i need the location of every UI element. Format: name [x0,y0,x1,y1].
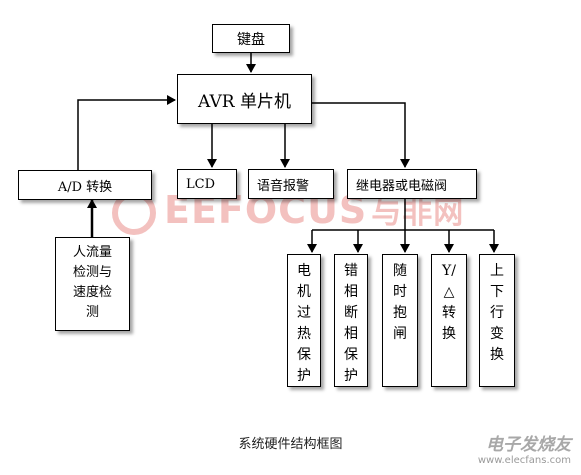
node-avr: AVR 单片机 [177,74,312,124]
node-voice-label: 语音报警 [257,178,310,194]
logo-line1: 电子发烧友 [486,435,571,455]
node-sensor: 人流量 检测与 速度检 测 [55,237,130,331]
node-voice: 语音报警 [248,169,334,199]
node-avr-label: AVR 单片机 [198,91,291,112]
node-motor-overheat: 电 机 过 热 保 护 [287,254,321,387]
node-keyboard-label: 键盘 [237,31,265,48]
node-brake: 随 时 抱 闸 [382,254,418,387]
node-lcd-label: LCD [186,176,216,192]
node-y-delta: Y/ △ 转 换 [431,254,467,387]
node-relay-label: 继电器或电磁阀 [356,178,448,194]
node-up-down: 上 下 行 变 换 [479,254,515,387]
logo-line2: www.elecfans.com [477,455,571,466]
node-ad: A/D 转换 [18,170,152,200]
watermark-cn: 与非网 [371,196,465,231]
node-keyboard: 键盘 [212,24,290,53]
diagram-caption: 系统硬件结构框图 [238,437,343,452]
node-lcd: LCD [177,169,237,199]
node-relay: 继电器或电磁阀 [347,169,477,199]
node-ad-label: A/D 转换 [57,179,113,195]
edge-avr-relay [312,102,410,168]
node-phase-protect: 错 相 断 相 保 护 [334,254,368,387]
edge-ad-avr [77,95,176,170]
elecfans-logo: 电子发烧友 www.elecfans.com [478,430,571,466]
